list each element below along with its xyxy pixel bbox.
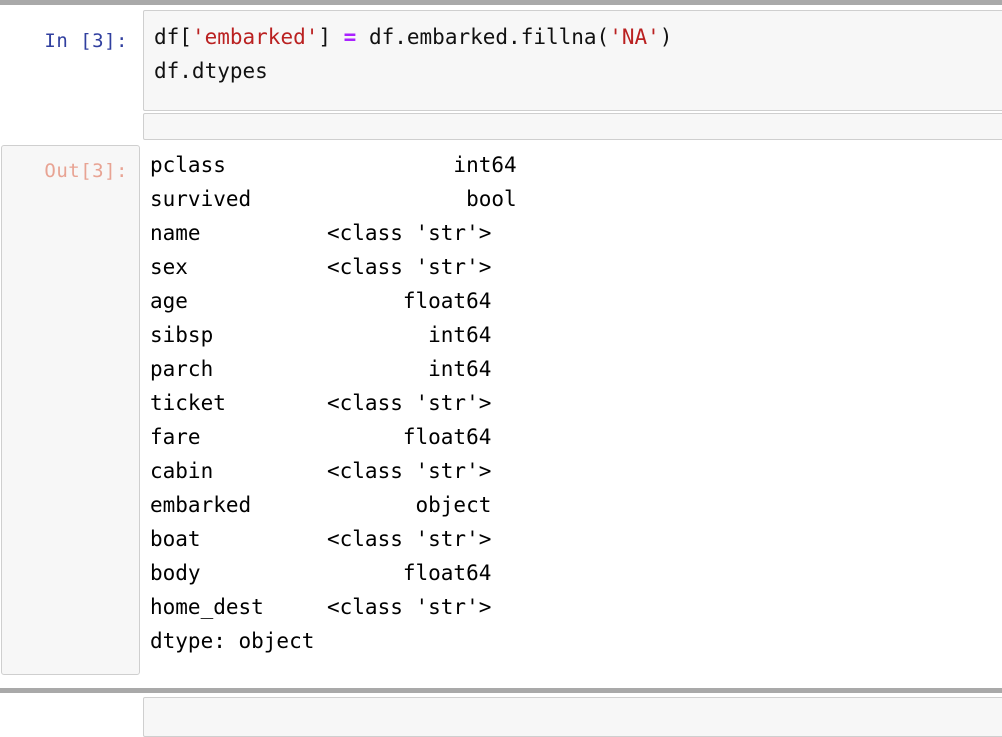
- input-prompt-label: In [3]:: [44, 30, 128, 52]
- code-line-2: df.dtypes: [154, 54, 1002, 88]
- next-code-editor[interactable]: [143, 697, 1002, 737]
- code-token-operator: =: [343, 25, 357, 49]
- output-result-area: pclass int64 survived bool name <class '…: [150, 148, 990, 658]
- cell-separator-top: [0, 0, 1002, 5]
- output-prompt-label: Out[3]:: [44, 160, 128, 182]
- code-token-plain: ): [659, 25, 673, 49]
- next-input-cell[interactable]: [0, 693, 1002, 737]
- dtypes-series-output: pclass int64 survived bool name <class '…: [150, 153, 517, 653]
- output-cell[interactable]: Out[3]: pclass int64 survived bool name …: [0, 145, 1002, 677]
- code-token-plain: df.dtypes: [154, 59, 268, 83]
- code-token-string: 'embarked': [191, 25, 319, 49]
- code-token-plain: ]: [318, 25, 344, 49]
- code-line-1: df['embarked'] = df.embarked.fillna('NA'…: [154, 20, 1002, 54]
- code-token-plain: df.embarked.fillna(: [356, 25, 610, 49]
- code-editor-footer-strip[interactable]: [143, 113, 1002, 140]
- output-prompt-gutter: [1, 145, 140, 675]
- code-token-plain: df[: [154, 25, 192, 49]
- cell-separator-bottom: [0, 688, 1002, 693]
- code-token-string: 'NA': [609, 25, 660, 49]
- input-cell[interactable]: In [3]: df['embarked'] = df.embarked.fil…: [0, 5, 1002, 140]
- input-editor-area[interactable]: df['embarked'] = df.embarked.fillna('NA'…: [143, 10, 1002, 140]
- code-editor[interactable]: df['embarked'] = df.embarked.fillna('NA'…: [143, 10, 1002, 111]
